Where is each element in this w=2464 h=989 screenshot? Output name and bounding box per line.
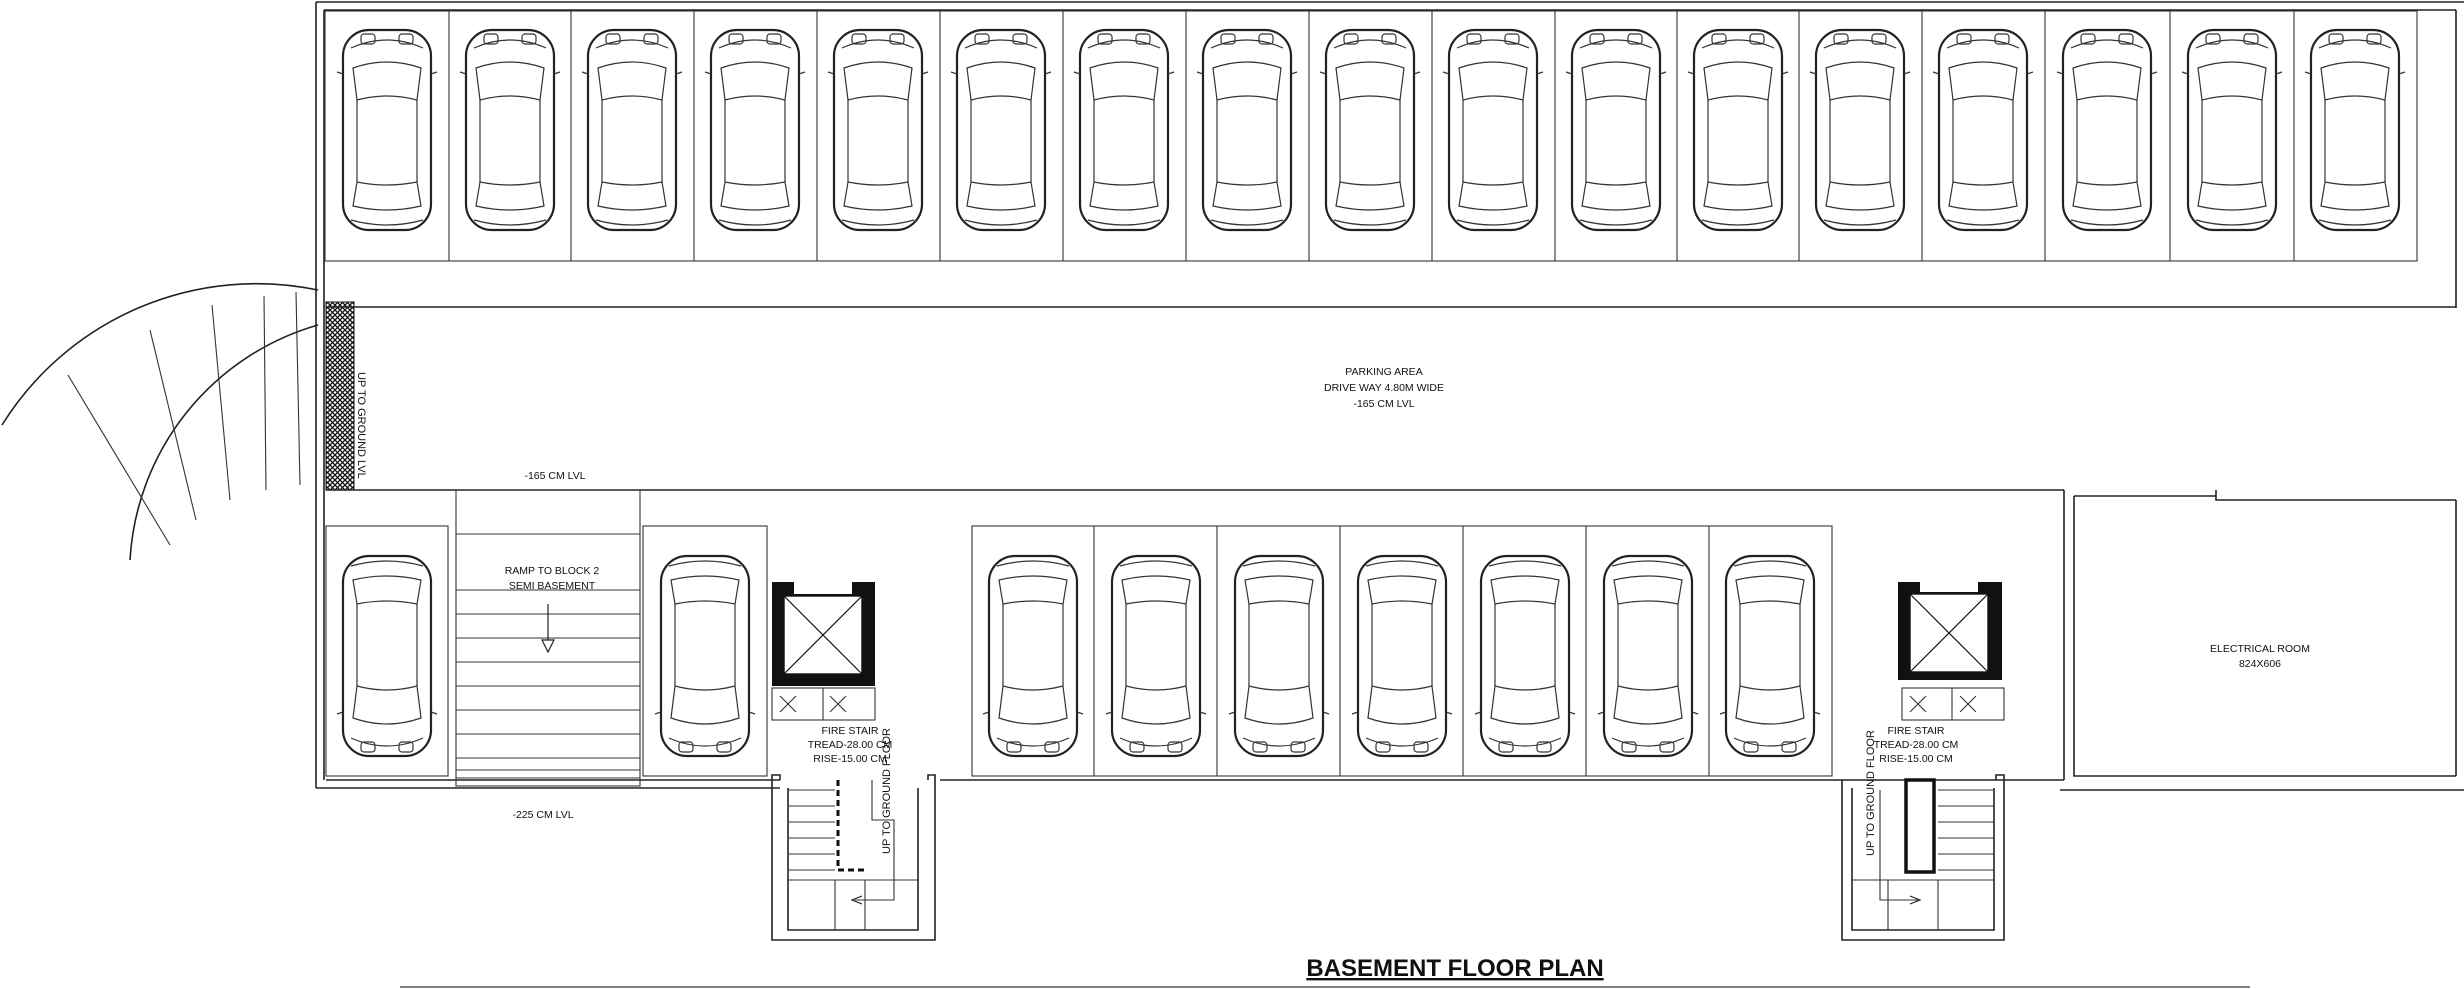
svg-text:SEMI BASEMENT: SEMI BASEMENT xyxy=(509,580,596,592)
svg-text:TREAD-28.00 CM: TREAD-28.00 CM xyxy=(1874,739,1959,751)
car-icon xyxy=(1931,28,2035,232)
car-icon xyxy=(1229,556,1329,756)
right-fire-stair: FIRE STAIR TREAD-28.00 CM RISE-15.00 CM … xyxy=(1841,725,2005,941)
stair-up-label-right: UP TO GROUND FLOOR xyxy=(1865,730,1877,856)
drawing-title: BASEMENT FLOOR PLAN xyxy=(1306,955,1603,982)
car-icon xyxy=(949,28,1053,232)
car-icon xyxy=(1598,556,1698,756)
car-icon xyxy=(1564,28,1668,232)
curved-ramp xyxy=(1,282,319,561)
bottom-left-parking xyxy=(325,525,449,777)
electrical-room: ELECTRICAL ROOM 824X606 xyxy=(2073,490,2457,777)
svg-text:TREAD-28.00 CM: TREAD-28.00 CM xyxy=(808,739,893,751)
car-icon xyxy=(1475,556,1575,756)
car-icon xyxy=(1195,28,1299,232)
car-icon xyxy=(1106,556,1206,756)
car-icon xyxy=(655,556,755,756)
car-icon xyxy=(1686,28,1790,232)
car-icon xyxy=(458,28,562,232)
svg-text:RAMP TO BLOCK 2: RAMP TO BLOCK 2 xyxy=(505,565,600,577)
car-icon xyxy=(335,28,439,232)
bottom-middle-parking xyxy=(971,525,1833,777)
car-icon xyxy=(580,28,684,232)
left-lift xyxy=(771,582,876,721)
car-icon xyxy=(2055,28,2159,232)
car-icon xyxy=(2180,28,2284,232)
car-icon xyxy=(1072,28,1176,232)
top-parking-row xyxy=(324,10,2418,262)
parking-after-ramp xyxy=(642,525,768,777)
car-icon xyxy=(1808,28,1912,232)
car-icon xyxy=(983,556,1083,756)
car-icon xyxy=(1352,556,1452,756)
ramp-up-label: UP TO GROUND LVL xyxy=(355,372,367,479)
stair-up-label-left: UP TO GROUND FLOOR xyxy=(881,728,893,854)
svg-text:RISE-15.00 CM: RISE-15.00 CM xyxy=(813,753,887,765)
car-icon xyxy=(826,28,930,232)
right-lift xyxy=(1898,582,2005,721)
level-label-bottom: -225 CM LVL xyxy=(512,809,573,821)
car-icon xyxy=(1318,28,1422,232)
ramp-grating xyxy=(325,301,355,491)
svg-text:-165 CM LVL: -165 CM LVL xyxy=(1353,398,1414,410)
car-icon xyxy=(2303,28,2407,232)
svg-text:FIRE STAIR: FIRE STAIR xyxy=(1888,725,1945,737)
svg-text:824X606: 824X606 xyxy=(2239,658,2281,670)
parking-area-label: PARKING AREA DRIVE WAY 4.80M WIDE -165 C… xyxy=(1324,366,1444,410)
svg-text:DRIVE WAY 4.80M WIDE: DRIVE WAY 4.80M WIDE xyxy=(1324,382,1444,394)
car-icon xyxy=(703,28,807,232)
car-icon xyxy=(1441,28,1545,232)
ramp-to-block-2: RAMP TO BLOCK 2 SEMI BASEMENT xyxy=(455,489,641,787)
svg-text:PARKING AREA: PARKING AREA xyxy=(1345,366,1422,378)
car-icon xyxy=(337,556,437,756)
outer-walls xyxy=(315,1,2464,791)
svg-text:RISE-15.00 CM: RISE-15.00 CM xyxy=(1879,753,1953,765)
car-icon xyxy=(1720,556,1820,756)
left-fire-stair: FIRE STAIR TREAD-28.00 CM RISE-15.00 CM … xyxy=(771,725,936,941)
level-label-top: -165 CM LVL xyxy=(524,470,585,482)
svg-text:FIRE STAIR: FIRE STAIR xyxy=(822,725,879,737)
svg-text:ELECTRICAL ROOM: ELECTRICAL ROOM xyxy=(2210,643,2310,655)
